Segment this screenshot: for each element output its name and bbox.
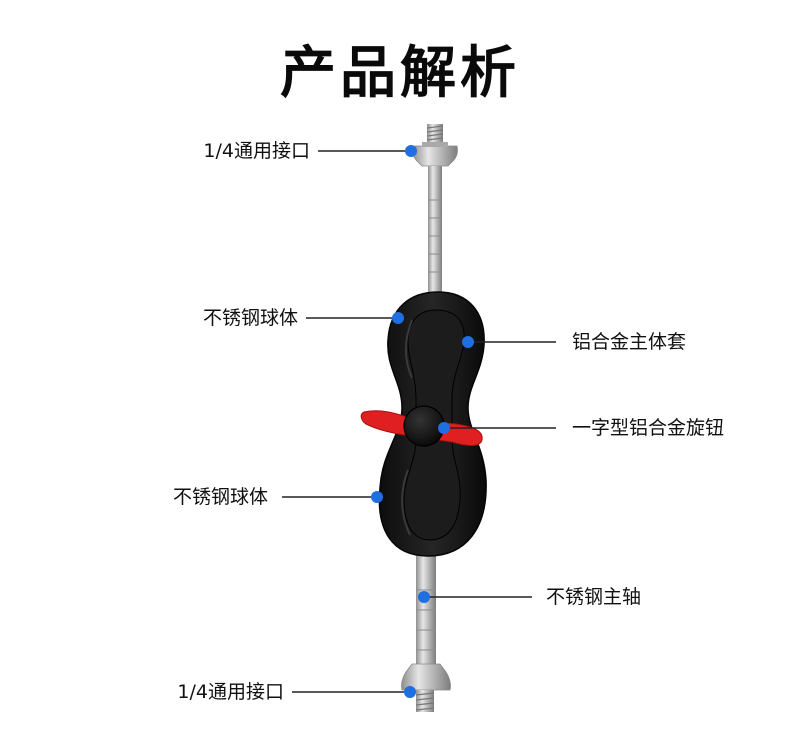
top-screw-thread <box>426 124 444 142</box>
marker-bottom-interface <box>404 686 416 698</box>
label-lower-ball: 不锈钢球体 <box>172 486 268 508</box>
top-flange <box>412 145 458 167</box>
body-highlight-upper <box>405 319 413 379</box>
body-highlight-lower <box>401 469 411 536</box>
leader-lines <box>282 150 556 693</box>
marker-housing <box>462 336 474 348</box>
lower-shaft <box>416 555 436 670</box>
label-top-interface: 1/4通用接口 <box>203 140 310 162</box>
label-bottom-interface: 1/4通用接口 <box>177 681 284 703</box>
marker-knob <box>438 422 450 434</box>
label-housing: 铝合金主体套 <box>572 331 687 353</box>
marker-upper-ball <box>392 312 404 324</box>
marker-lower-ball <box>371 491 383 503</box>
bottom-flange <box>401 663 451 691</box>
label-knob: 一字型铝合金旋钮 <box>572 417 725 439</box>
bottom-screw-thread <box>415 690 435 712</box>
marker-dots <box>371 145 474 698</box>
knob-cap <box>403 405 445 447</box>
upper-shaft <box>428 166 442 296</box>
page-title: 产品解析 <box>280 41 520 106</box>
top-flange-lip <box>422 142 448 147</box>
label-shaft: 不锈钢主轴 <box>546 586 642 608</box>
marker-top-interface <box>405 145 417 157</box>
marker-shaft <box>418 591 430 603</box>
label-upper-ball: 不锈钢球体 <box>202 307 298 329</box>
